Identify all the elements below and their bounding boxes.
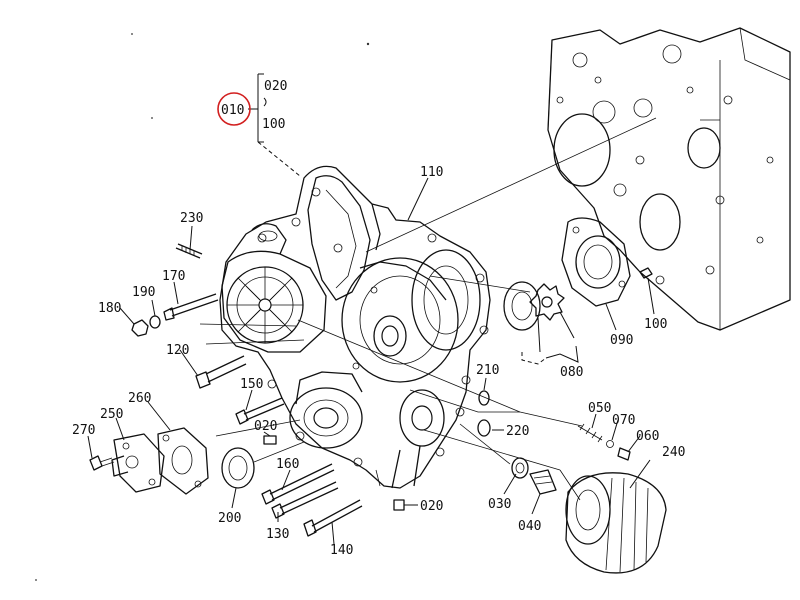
part-label-260[interactable]: 260	[128, 391, 151, 406]
part-label-030[interactable]: 030	[488, 497, 511, 512]
part-label-070[interactable]: 070	[612, 413, 635, 428]
engine-block	[547, 27, 791, 331]
part-label-270[interactable]: 270	[72, 423, 95, 438]
part-label-050[interactable]: 050	[588, 401, 611, 416]
part-label-240[interactable]: 240	[662, 445, 685, 460]
part-label-020-middle[interactable]: 020	[254, 419, 277, 434]
gear-case	[219, 165, 491, 489]
part-label-060[interactable]: 060	[636, 429, 659, 444]
part-label-040[interactable]: 040	[518, 519, 541, 534]
part-label-110[interactable]: 110	[420, 165, 443, 180]
oil-pump	[503, 217, 653, 331]
part-labels: 010 020 100 110 230 190 170 180 120 260 …	[72, 79, 685, 558]
left-parts	[89, 243, 491, 537]
part-label-100-right[interactable]: 100	[644, 317, 667, 332]
part-label-150[interactable]: 150	[240, 377, 263, 392]
part-label-220[interactable]: 220	[506, 424, 529, 439]
part-label-020[interactable]: 020	[264, 79, 287, 94]
part-label-170[interactable]: 170	[162, 269, 185, 284]
part-label-080[interactable]: 080	[560, 365, 583, 380]
part-label-210[interactable]: 210	[476, 363, 499, 378]
part-label-230[interactable]: 230	[180, 211, 203, 226]
part-label-190[interactable]: 190	[132, 285, 155, 300]
scan-specks	[35, 33, 370, 581]
part-label-180[interactable]: 180	[98, 301, 121, 316]
part-label-100[interactable]: 100	[262, 117, 285, 132]
part-label-140[interactable]: 140	[330, 543, 353, 558]
part-label-130[interactable]: 130	[266, 527, 289, 542]
part-label-250[interactable]: 250	[100, 407, 123, 422]
part-label-160[interactable]: 160	[276, 457, 299, 472]
part-label-090[interactable]: 090	[610, 333, 633, 348]
part-label-120[interactable]: 120	[166, 343, 189, 358]
part-label-020-bottom[interactable]: 020	[420, 499, 443, 514]
leader-lines	[87, 73, 657, 545]
highlight-circle	[217, 92, 251, 126]
oil-filter	[511, 457, 667, 574]
relief-valve	[577, 423, 631, 461]
part-label-200[interactable]: 200	[218, 511, 241, 526]
part-label-010[interactable]: 010	[221, 103, 244, 118]
